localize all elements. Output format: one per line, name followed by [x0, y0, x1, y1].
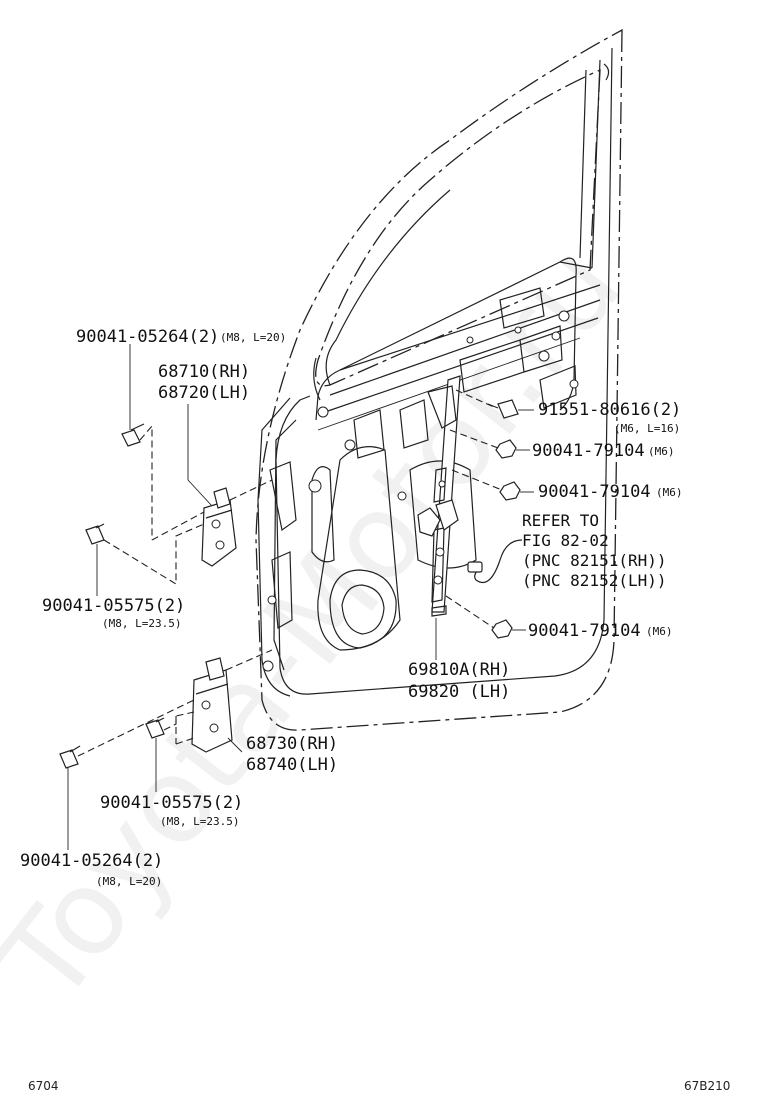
part-number-rh: 68710(RH) [158, 362, 250, 382]
part-spec: (M8, L=23.5) [160, 815, 239, 828]
bolt-bottom-left [59, 745, 81, 769]
label-nut-right-2: 90041-79104 (M6) [538, 482, 683, 502]
part-number-lh: 69820 (LH) [408, 682, 510, 702]
nut-right-2 [499, 481, 521, 501]
footer-page-code: 6704 [28, 1079, 59, 1093]
footer-figure-code: 67B210 [684, 1079, 730, 1093]
refer-line-2: FIG 82-02 [522, 531, 609, 550]
label-hinge-upper: 68710(RH) 68720(LH) [158, 362, 250, 403]
part-number: 90041-79104 [532, 441, 645, 461]
label-bolt-top-left: 90041-05264(2) (M8, L=20) [76, 327, 286, 347]
refer-line-4: (PNC 82152(LH)) [522, 571, 667, 590]
label-regulator: 69810A(RH) 69820 (LH) [408, 660, 510, 702]
part-spec: (M8, L=20) [220, 331, 286, 344]
bolt-lower-mid [145, 717, 165, 739]
label-bolt-right-top: 91551-80616(2) (M6, L=16) [538, 400, 681, 435]
part-spec: (M8, L=20) [96, 875, 162, 888]
refer-line-3: (PNC 82151(RH)) [522, 551, 667, 570]
label-bolt-bottom-left: 90041-05264(2) (M8, L=20) [20, 851, 163, 888]
part-number-rh: 69810A(RH) [408, 660, 510, 680]
label-nut-right-3: 90041-79104 (M6) [528, 621, 673, 641]
refer-line-1: REFER TO [522, 511, 599, 530]
part-number: 90041-05264(2) [20, 851, 163, 871]
nut-right-1 [495, 439, 517, 459]
regulator-cable [467, 539, 523, 584]
part-number: 90041-05575(2) [100, 793, 243, 813]
part-number: 90041-79104 [528, 621, 641, 641]
door-outline [255, 28, 623, 731]
part-number: 91551-80616(2) [538, 400, 681, 420]
part-number-rh: 68730(RH) [246, 734, 338, 754]
leader-lines [67, 344, 534, 850]
label-bolt-mid-left: 90041-05575(2) (M8, L=23.5) [42, 596, 185, 630]
lower-hinge [191, 657, 233, 753]
part-number: 90041-05264(2) [76, 327, 219, 347]
label-bolt-lower-mid: 90041-05575(2) (M8, L=23.5) [100, 793, 243, 828]
part-number: 90041-79104 [538, 482, 651, 502]
door-inner-panel [257, 287, 579, 697]
upper-hinge [201, 487, 237, 567]
part-spec: (M6) [646, 625, 673, 638]
part-spec: (M6) [648, 445, 675, 458]
window-regulator [417, 375, 461, 617]
nut-right-3 [491, 619, 513, 639]
part-number: 90041-05575(2) [42, 596, 185, 616]
bolt-top-left [121, 423, 145, 447]
part-spec: (M6) [656, 486, 683, 499]
label-nut-right-1: 90041-79104 (M6) [532, 441, 675, 461]
part-number-lh: 68720(LH) [158, 383, 250, 403]
part-number-lh: 68740(LH) [246, 755, 338, 775]
part-spec: (M6, L=16) [614, 422, 680, 435]
label-refer-to-fig: REFER TO FIG 82-02 (PNC 82151(RH)) (PNC … [522, 511, 667, 590]
assembly-lines [77, 389, 503, 757]
bolt-mid-left [85, 523, 105, 545]
label-hinge-lower: 68730(RH) 68740(LH) [246, 734, 338, 775]
part-spec: (M8, L=23.5) [102, 617, 181, 630]
